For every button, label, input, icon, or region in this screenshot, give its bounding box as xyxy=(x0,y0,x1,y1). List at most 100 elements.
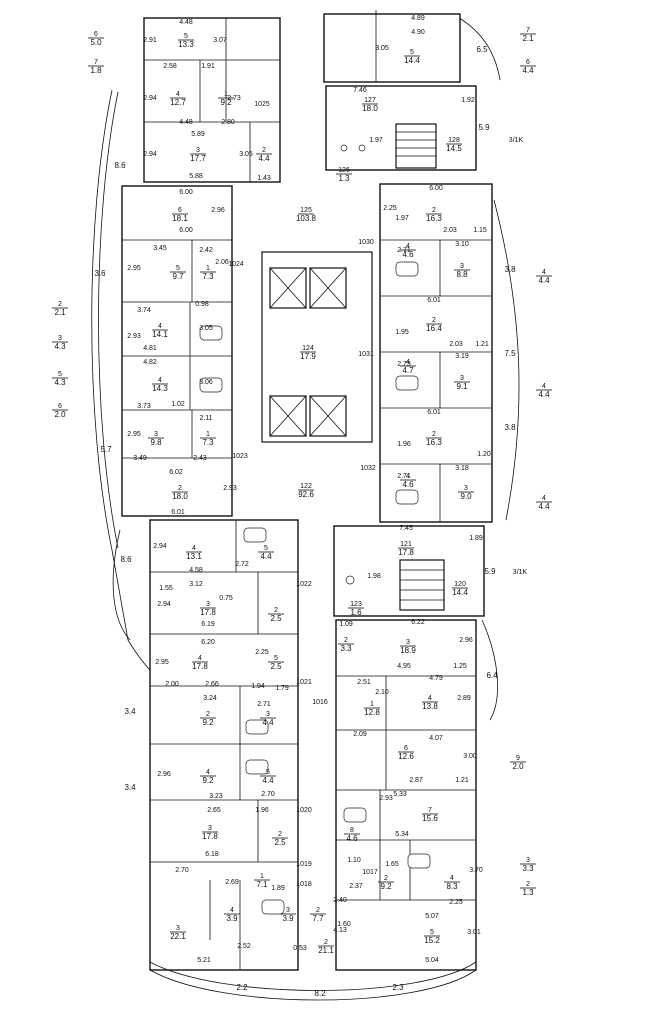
corridor-label-124-area: 17.9 xyxy=(300,352,316,361)
stair-label-top: 3/1K xyxy=(509,137,524,144)
dimension-87: 1.20 xyxy=(477,451,491,458)
balcony-area-3: 8.6 xyxy=(120,555,132,564)
unit-code-1032: 1032 xyxy=(360,465,376,472)
dimension-51: 3.24 xyxy=(203,695,217,702)
room-8-number: 4 xyxy=(158,323,162,330)
corridor-label-122-area: 92.6 xyxy=(298,490,314,499)
dimension-114: 3.01 xyxy=(467,929,481,936)
unit-code-1031: 1031 xyxy=(358,351,374,358)
dimension-98: 4.79 xyxy=(429,675,443,682)
room-48-number: 2 xyxy=(384,875,388,882)
corridor-label-127-area: 18.0 xyxy=(362,104,378,113)
room-43-number: 1 xyxy=(370,701,374,708)
room-39-number: 4 xyxy=(406,473,410,480)
room-31-area: 14.4 xyxy=(404,56,420,65)
balcony-area-2: 5.7 xyxy=(100,445,112,454)
dimension-3: 2.58 xyxy=(163,63,177,70)
dimension-41: 2.94 xyxy=(157,601,171,608)
dimension-101: 2.89 xyxy=(457,695,471,702)
dimension-81: 2.03 xyxy=(449,341,463,348)
corridor-label-123-area: 1.6 xyxy=(350,608,362,617)
dimension-65: 0.53 xyxy=(293,945,307,952)
corridor-label-128-number: 128 xyxy=(448,137,460,144)
dimension-69: 7.46 xyxy=(353,87,367,94)
left-balcony-outline xyxy=(91,89,151,671)
dimension-58: 1.96 xyxy=(255,807,269,814)
corridor-label-125-number: 125 xyxy=(300,207,312,214)
dimension-26: 4.82 xyxy=(143,359,157,366)
left-block-lower xyxy=(149,519,299,971)
room-40-area: 9.0 xyxy=(460,492,472,501)
dimension-7: 4.48 xyxy=(179,119,193,126)
dimension-104: 3.00 xyxy=(463,753,477,760)
outside-right-6-number: 3 xyxy=(526,857,530,864)
unit-code-1021: 1021 xyxy=(296,679,312,686)
dimension-95: 2.96 xyxy=(459,637,473,644)
corridor-label-126-number: 126 xyxy=(338,167,350,174)
unit-code-1016: 1016 xyxy=(312,699,328,706)
room-7-area: 7.3 xyxy=(202,272,214,281)
corridor-label-120-area: 14.4 xyxy=(452,588,468,597)
dimension-73: 2.25 xyxy=(383,205,397,212)
dimension-15: 2.96 xyxy=(211,207,225,214)
corridor-label-122-number: 122 xyxy=(300,483,312,490)
right-wing xyxy=(323,10,520,971)
room-25-number: 1 xyxy=(260,873,264,880)
dimension-1: 2.91 xyxy=(143,37,157,44)
dimension-80: 1.95 xyxy=(395,329,409,336)
room-19-number: 2 xyxy=(206,711,210,718)
dimension-107: 1.21 xyxy=(455,777,469,784)
right-lower-balcony xyxy=(481,619,498,721)
room-39-area: 4.6 xyxy=(402,480,414,489)
left-balcony-outline-inner xyxy=(98,91,119,549)
dimension-20: 2.95 xyxy=(127,265,141,272)
room-13-area: 13.1 xyxy=(186,552,202,561)
room-18-number: 5 xyxy=(274,655,278,662)
dimension-105: 5.33 xyxy=(393,791,407,798)
outside-left-2-area: 2.1 xyxy=(54,308,66,317)
dimension-67: 4.90 xyxy=(411,29,425,36)
room-0-area: 13.3 xyxy=(178,40,194,49)
dimension-6: 2.73 xyxy=(227,95,241,102)
dimension-19: 2.06 xyxy=(215,259,229,266)
dimension-76: 1.15 xyxy=(473,227,487,234)
room-3-area: 17.7 xyxy=(190,154,206,163)
left-wing xyxy=(91,17,299,971)
balcony-area-0: 8.6 xyxy=(114,161,126,170)
balcony-area-6: 6.5 xyxy=(476,45,488,54)
balcony-area-8: 3.8 xyxy=(504,265,516,274)
bottom-balcony-inner xyxy=(149,961,477,991)
unit-code-1030: 1030 xyxy=(358,239,374,246)
room-17-area: 17.8 xyxy=(192,662,208,671)
unit-code-1017: 1017 xyxy=(362,869,378,876)
room-50-area: 15.2 xyxy=(424,936,440,945)
room-11-area: 7.3 xyxy=(202,438,214,447)
dimension-21: 0.98 xyxy=(195,301,209,308)
dimension-106: 2.87 xyxy=(409,777,423,784)
unit-code-1020: 1020 xyxy=(296,807,312,814)
dimension-18: 2.42 xyxy=(199,247,213,254)
outside-right-4-number: 4 xyxy=(542,495,546,502)
balcony-area-7: 5.9 xyxy=(478,123,490,132)
outside-left-3-number: 3 xyxy=(58,335,62,342)
corridor-label-128-area: 14.5 xyxy=(446,144,462,153)
room-15-number: 3 xyxy=(206,601,210,608)
right-upper-balcony xyxy=(455,15,501,81)
dimension-0: 4.48 xyxy=(179,19,193,26)
room-11-number: 1 xyxy=(206,431,210,438)
dimension-16: 6.00 xyxy=(179,227,193,234)
dimension-83: 2.73 xyxy=(397,361,411,368)
dimension-68: 3.05 xyxy=(375,45,389,52)
room-26-number: 3 xyxy=(176,925,180,932)
balcony-area-14: 8.2 xyxy=(314,989,326,998)
dimension-112: 2.25 xyxy=(449,899,463,906)
dimension-96: 4.95 xyxy=(397,663,411,670)
room-3-number: 3 xyxy=(196,147,200,154)
dimension-84: 3.19 xyxy=(455,353,469,360)
dimension-54: 2.70 xyxy=(261,791,275,798)
room-29-area: 7.7 xyxy=(312,914,324,923)
dimension-118: 2.40 xyxy=(333,897,347,904)
fixtures xyxy=(199,144,431,915)
dimension-93: 6.22 xyxy=(411,619,425,626)
